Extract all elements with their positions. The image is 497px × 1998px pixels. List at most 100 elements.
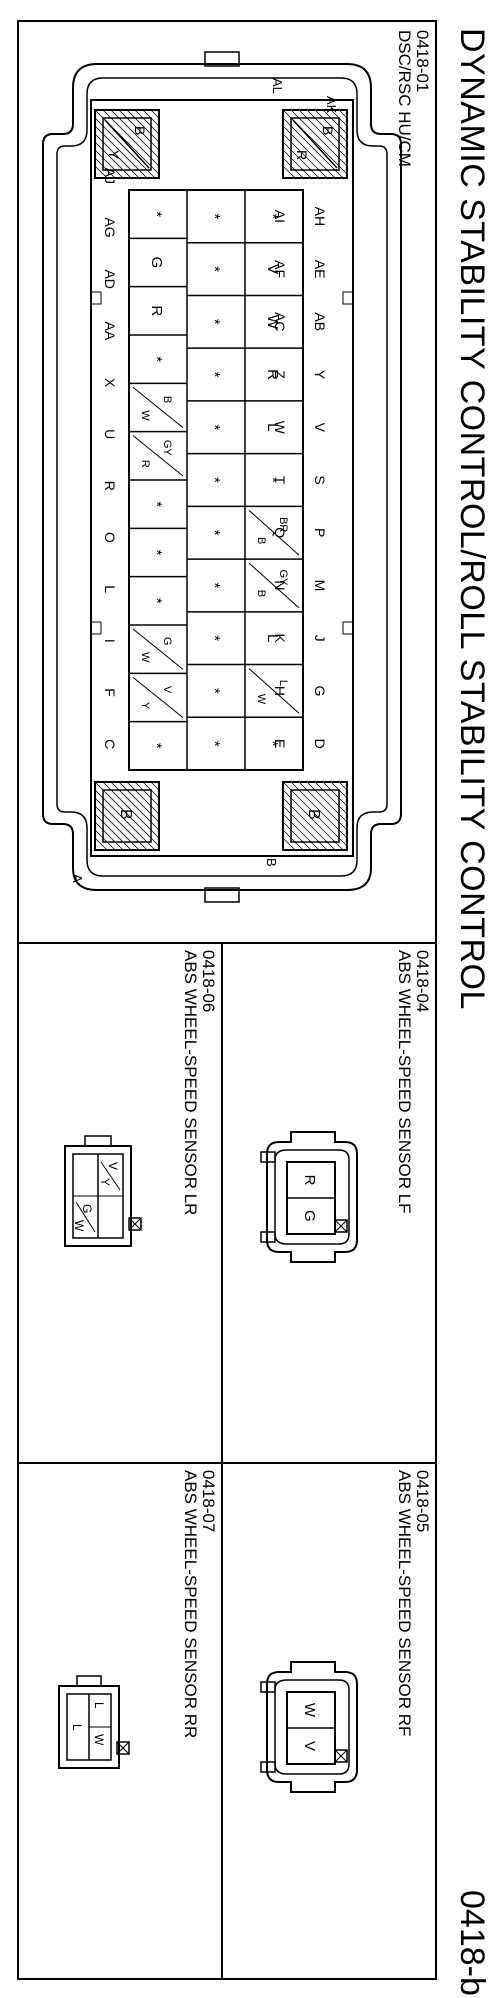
rr-pin-1: L — [92, 1702, 106, 1709]
diagram-frame: 0418-01 DSC/RSC HU/CM — [17, 20, 437, 1980]
hucm-pin-1-4: * — [206, 424, 223, 430]
pin-label-inner-H: H — [272, 686, 288, 696]
cavity-al-color-a: B — [132, 126, 148, 135]
pin-label-inner-E: E — [272, 739, 288, 748]
connector-id-0418-05: 0418-05 — [413, 1470, 432, 1533]
hucm-pin-2-11: * — [148, 743, 165, 749]
label-al: AL — [270, 78, 285, 94]
divider-vertical-1 — [19, 942, 435, 944]
pin-label-inner-Q: Q — [272, 527, 288, 538]
hucm-pin-1-0: * — [206, 213, 223, 219]
connector-id-0418-06: 0418-06 — [199, 950, 218, 1013]
pin-label-top-D: D — [312, 739, 328, 749]
divider-vertical-2 — [19, 1462, 435, 1464]
hucm-pin-2-10-color-b: Y — [139, 702, 151, 710]
lf-pin-1: R — [301, 1175, 318, 1186]
connector-name-0418-07: ABS WHEEL-SPEED SENSOR RR — [181, 1470, 200, 1739]
pin-label-bottom-O: O — [102, 532, 118, 543]
pin-label-bottom-AA: AA — [102, 321, 118, 340]
pin-label-top-M: M — [312, 580, 328, 592]
hucm-pin-2-3: * — [148, 356, 165, 362]
pin-label-inner-T: T — [272, 476, 288, 485]
lr-pin-2-color-a: G — [80, 1204, 94, 1213]
hucm-pin-0-8: L — [264, 634, 281, 642]
lr-pin-1-color-b: Y — [98, 1178, 112, 1186]
label-b: B — [264, 858, 279, 867]
hucm-pin-2-4-color-a: B — [161, 396, 173, 403]
pin-label-inner-AF: AF — [272, 260, 288, 278]
hucm-pin-2-10-color-a: V — [161, 686, 173, 694]
hucm-pin-2-0: * — [148, 211, 165, 217]
hucm-pin-2-1: G — [148, 257, 165, 269]
lr-pin-2-color-b: W — [72, 1220, 86, 1232]
hucm-pin-1-6: * — [206, 530, 223, 536]
cavity-a-color: B — [117, 809, 134, 820]
pin-label-inner-Z: Z — [272, 370, 288, 379]
hucm-pin-0-9-color-b: W — [255, 694, 267, 705]
hucm-pin-0-3: R — [264, 369, 281, 380]
connector-name-0418-04: ABS WHEEL-SPEED SENSOR LF — [395, 950, 414, 1214]
pin-label-inner-N: N — [272, 580, 288, 590]
pin-label-inner-AC: AC — [272, 312, 288, 331]
connector-id-0418-04: 0418-04 — [413, 950, 432, 1013]
pin-label-inner-W: W — [272, 421, 288, 435]
rr-pin-3: L — [70, 1724, 84, 1731]
cavity-ak-color-b: R — [294, 150, 310, 160]
hucm-pin-0-7-color-a: GY — [277, 570, 289, 587]
hucm-pin-2-5-color-b: R — [139, 460, 151, 468]
hucm-pin-2-8: * — [148, 598, 165, 604]
divider-horizontal — [221, 944, 223, 1980]
hucm-connector-drawing: B R B Y B B AK AL B A AHAEABYVSPMJGDAIAF… — [42, 51, 402, 903]
hucm-pin-2-4-color-b: W — [139, 410, 151, 421]
pin-label-top-P: P — [312, 528, 328, 537]
hucm-pin-0-10: * — [264, 741, 281, 747]
pin-label-top-S: S — [312, 475, 328, 484]
hucm-pin-1-1: * — [206, 266, 223, 272]
connector-name-0418-05: ABS WHEEL-SPEED SENSOR RF — [395, 1470, 414, 1737]
pin-label-top-Y: Y — [312, 370, 328, 380]
hucm-pin-0-4: L — [264, 423, 281, 431]
hucm-pin-0-2: W — [264, 315, 281, 330]
hucm-pin-0-9-color-a: L — [277, 680, 289, 686]
rf-pin-2: V — [301, 1741, 318, 1751]
hucm-pin-1-10: * — [206, 741, 223, 747]
hucm-pin-1-7: * — [206, 583, 223, 589]
pin-label-top-V: V — [312, 423, 328, 433]
cavity-ak-color-a: B — [320, 126, 336, 135]
rf-connector-drawing: W V — [260, 1661, 358, 1793]
rr-connector-drawing: L W L — [58, 1675, 130, 1769]
pin-label-bottom-F: F — [102, 688, 118, 697]
hucm-pin-2-5-color-a: GY — [161, 440, 173, 457]
pin-label-inner-AI: AI — [272, 210, 288, 223]
pin-label-top-AH: AH — [312, 207, 328, 226]
connector-name-0418-06: ABS WHEEL-SPEED SENSOR LR — [181, 950, 200, 1216]
pin-label-bottom-C: C — [102, 739, 118, 749]
pin-label-bottom-AD: AD — [102, 269, 118, 288]
rr-pin-2: W — [92, 1734, 106, 1746]
pin-label-top-J: J — [312, 635, 328, 642]
power-cavity-a — [94, 781, 160, 851]
pin-label-bottom-AJ: AJ — [102, 168, 118, 184]
cavity-al-color-b: Y — [106, 150, 122, 160]
hucm-pin-2-9-color-a: G — [161, 637, 173, 646]
hucm-pin-1-9: * — [206, 688, 223, 694]
hucm-pin-1-2: * — [206, 319, 223, 325]
page-id: 0418-b — [453, 1890, 491, 1996]
hucm-pin-1-5: * — [206, 477, 223, 483]
hucm-pin-0-6-color-b: B — [255, 537, 267, 544]
hucm-pin-0-7-color-b: B — [255, 590, 267, 597]
pin-label-top-G: G — [312, 685, 328, 696]
pin-label-bottom-X: X — [102, 378, 118, 388]
pin-label-bottom-L: L — [102, 585, 118, 593]
hucm-pin-2-6: * — [148, 501, 165, 507]
hucm-pin-0-0: * — [264, 213, 281, 219]
hucm-pin-2-2: R — [148, 305, 165, 316]
label-ak: AK — [324, 96, 339, 114]
hucm-pin-2-7: * — [148, 550, 165, 556]
lr-pin-1-color-a: V — [106, 1162, 120, 1170]
hucm-pin-1-8: * — [206, 635, 223, 641]
page-title: DYNAMIC STABILITY CONTROL/ROLL STABILITY… — [453, 28, 491, 1010]
hucm-pin-0-6-color-a: BR — [277, 517, 289, 532]
pin-label-top-AB: AB — [312, 312, 328, 331]
lf-pin-2: G — [301, 1210, 318, 1222]
